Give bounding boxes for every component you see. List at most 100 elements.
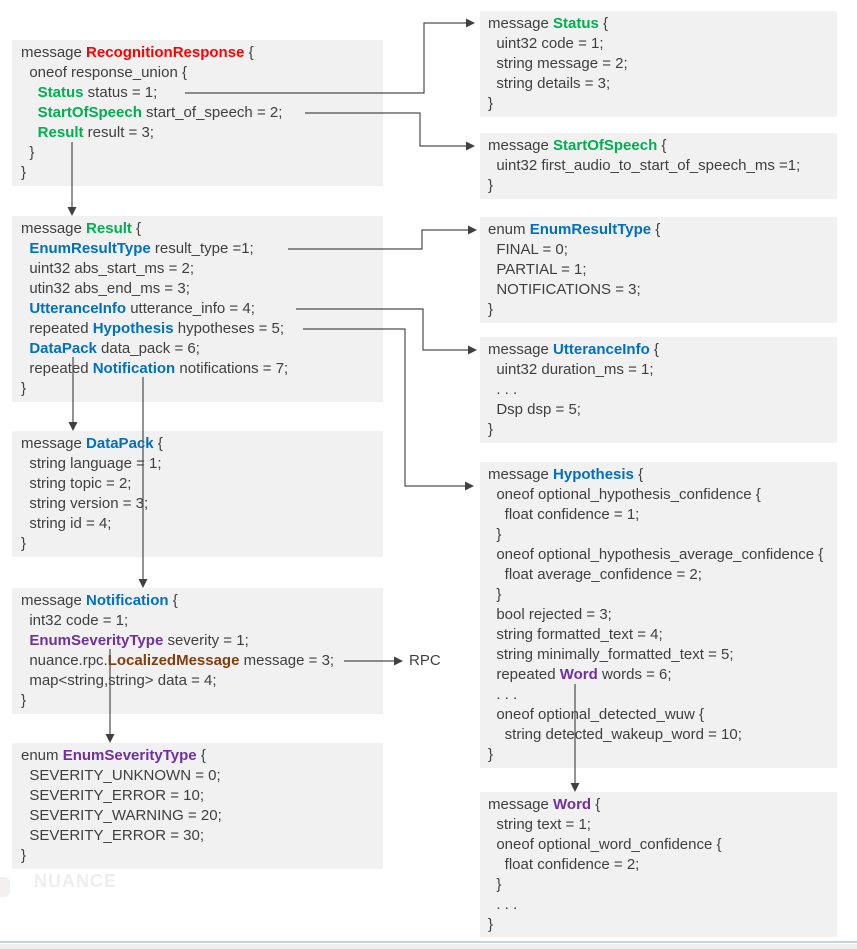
code-line: } <box>21 846 383 866</box>
code-text: SEVERITY_UNKNOWN = 0; <box>21 767 221 784</box>
code-text: float confidence = 2; <box>488 856 640 873</box>
code-text: } <box>21 535 27 552</box>
code-text: } <box>488 95 494 112</box>
code-text: string topic = 2; <box>21 475 132 492</box>
code-line: FINAL = 0; <box>488 240 837 260</box>
code-line: map<string,string> data = 4; <box>21 671 383 691</box>
code-text: uint32 abs_start_ms = 2; <box>21 260 195 277</box>
arrowhead <box>468 225 477 235</box>
code-text: } <box>21 692 27 709</box>
type-name: Hypothesis <box>92 320 174 337</box>
code-text: severity = 1; <box>163 632 249 649</box>
code-text: words = 6; <box>597 666 672 683</box>
code-line: string minimally_formatted_text = 5; <box>488 645 837 665</box>
code-text: NOTIFICATIONS = 3; <box>488 281 641 298</box>
code-line: string detected_wakeup_word = 10; <box>488 725 837 745</box>
code-line: oneof optional_hypothesis_average_confid… <box>488 545 837 565</box>
code-text: string formatted_text = 4; <box>488 626 663 643</box>
code-text: { <box>153 435 163 452</box>
code-line: string formatted_text = 4; <box>488 625 837 645</box>
code-line: enum EnumResultType { <box>488 220 837 240</box>
code-text: repeated <box>488 666 560 683</box>
code-line: } <box>488 94 837 114</box>
code-text: string details = 3; <box>488 75 611 92</box>
type-name: StartOfSpeech <box>37 104 142 121</box>
code-text: { <box>649 341 659 358</box>
code-line: repeated Notification notifications = 7; <box>21 359 383 379</box>
type-name: Word <box>553 796 592 813</box>
code-line: } <box>488 875 837 895</box>
type-name: Notification <box>86 592 169 609</box>
code-line: oneof optional_detected_wuw { <box>488 705 837 725</box>
code-text: enum <box>488 221 530 238</box>
code-text: string detected_wakeup_word = 10; <box>488 726 742 743</box>
code-text: message <box>21 592 87 609</box>
code-line: SEVERITY_UNKNOWN = 0; <box>21 766 383 786</box>
code-line: float confidence = 1; <box>488 505 837 525</box>
box-data-pack: message DataPack { string language = 1; … <box>12 431 383 557</box>
code-text: { <box>131 220 142 237</box>
type-name: RecognitionResponse <box>86 44 245 61</box>
code-text: { <box>651 221 661 238</box>
code-text: . . . <box>488 896 518 913</box>
code-text: message <box>488 796 554 813</box>
code-line: message Result { <box>21 219 383 239</box>
code-line: utin32 abs_end_ms = 3; <box>21 279 383 299</box>
code-text: SEVERITY_ERROR = 10; <box>21 787 204 804</box>
box-utterance-info: message UtteranceInfo { uint32 duration_… <box>480 337 837 443</box>
rpc-label: RPC <box>409 652 441 669</box>
code-text: } <box>488 301 494 318</box>
code-line: repeated Hypothesis hypotheses = 5; <box>21 319 383 339</box>
code-text <box>21 124 38 141</box>
code-text: float confidence = 1; <box>488 506 640 523</box>
type-name: Hypothesis <box>553 466 634 483</box>
type-name: EnumSeverityType <box>62 747 197 764</box>
code-line: oneof optional_word_confidence { <box>488 835 837 855</box>
code-text: } <box>488 746 494 763</box>
code-text: map<string,string> data = 4; <box>21 672 217 689</box>
code-text: nuance.rpc. <box>21 652 108 669</box>
code-line: bool rejected = 3; <box>488 605 837 625</box>
code-line: SEVERITY_ERROR = 10; <box>21 786 383 806</box>
code-text: status = 1; <box>83 84 158 101</box>
code-line: } <box>488 745 837 765</box>
code-text: SEVERITY_ERROR = 30; <box>21 827 204 844</box>
code-line: } <box>21 379 383 399</box>
code-line: string details = 3; <box>488 74 837 94</box>
code-text: oneof optional_detected_wuw { <box>488 706 704 723</box>
code-line: DataPack data_pack = 6; <box>21 339 383 359</box>
type-name: Status <box>37 84 84 101</box>
code-line: repeated Word words = 6; <box>488 665 837 685</box>
type-name: Status <box>553 15 599 32</box>
arrowhead <box>466 141 475 151</box>
code-line: uint32 duration_ms = 1; <box>488 360 837 380</box>
code-line: nuance.rpc.LocalizedMessage message = 3; <box>21 651 383 671</box>
box-status: message Status { uint32 code = 1; string… <box>480 11 837 117</box>
code-text: message <box>488 466 554 483</box>
box-enum-result-type: enum EnumResultType { FINAL = 0; PARTIAL… <box>480 217 837 323</box>
code-line: } <box>488 176 837 196</box>
code-line: . . . <box>488 380 837 400</box>
code-text: { <box>196 747 206 764</box>
code-line: } <box>488 585 837 605</box>
arrowhead <box>105 734 115 743</box>
code-text: . . . <box>488 381 518 398</box>
code-text: notifications = 7; <box>175 360 289 377</box>
arrowhead <box>570 783 580 792</box>
code-text: utterance_info = 4; <box>126 300 255 317</box>
code-text: string id = 4; <box>21 515 112 532</box>
code-text: } <box>488 586 502 603</box>
code-text: repeated <box>21 320 93 337</box>
code-line: . . . <box>488 685 837 705</box>
code-line: EnumSeverityType severity = 1; <box>21 631 383 651</box>
type-name: Result <box>86 220 132 237</box>
code-text: } <box>488 876 502 893</box>
code-text: data_pack = 6; <box>96 340 200 357</box>
type-name: Result <box>37 124 84 141</box>
box-word: message Word { string text = 1; oneof op… <box>480 792 837 937</box>
code-text: bool rejected = 3; <box>488 606 612 623</box>
code-line: string text = 1; <box>488 815 837 835</box>
code-text: result_type =1; <box>150 240 254 257</box>
code-text: string version = 3; <box>21 495 149 512</box>
